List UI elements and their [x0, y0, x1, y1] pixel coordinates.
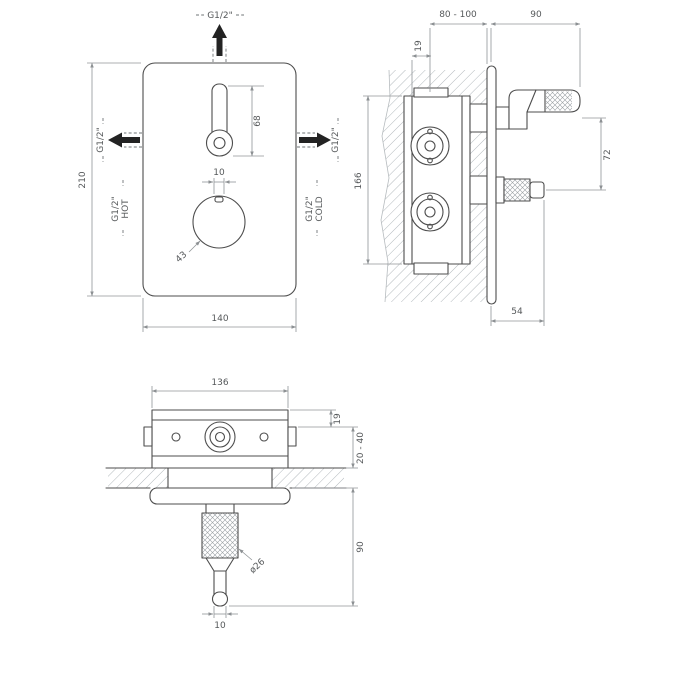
svg-text:10: 10: [213, 168, 225, 178]
trim-plate-side: [486, 65, 497, 305]
dim-lever-length: 68: [228, 85, 264, 157]
plan-view: 136 19 20 - 40 90 ø26: [105, 378, 366, 631]
lever-handle-front: [205, 83, 234, 157]
svg-text:140: 140: [211, 314, 228, 324]
dim-lever-projection: 90: [490, 10, 581, 87]
dim-body-width: 136: [151, 378, 289, 408]
side-view: 80 - 100 19 90 166 72: [354, 10, 613, 326]
dim-body-height: 166: [354, 95, 402, 265]
dim-grip-diameter: ø26: [238, 548, 268, 576]
temperature-knob-side: [495, 176, 545, 204]
dim-rough-in-depth: 80 - 100: [429, 10, 488, 92]
svg-text:20 - 40: 20 - 40: [356, 432, 366, 464]
svg-text:90: 90: [356, 541, 366, 553]
dim-plate-width: 140: [142, 298, 297, 332]
inlet-arrow-right-icon: [297, 132, 331, 148]
wall-section-plan: [105, 467, 347, 489]
dim-plate-height: 210: [78, 62, 141, 297]
svg-text:136: 136: [211, 378, 228, 388]
svg-text:19: 19: [333, 413, 343, 425]
valve-body-side: [403, 87, 488, 275]
svg-text:90: 90: [530, 10, 542, 20]
dim-lever-projection-plan: 90: [229, 487, 366, 607]
inlet-arrow-left-icon: [108, 132, 142, 148]
port-label-left: G1/2": [96, 127, 106, 153]
svg-text:ø26: ø26: [248, 557, 267, 576]
trim-plate-front: [142, 62, 297, 297]
trim-plate-plan: [149, 487, 291, 505]
dim-finish-depth: 20 - 40: [346, 426, 366, 469]
port-label-top: G1/2": [207, 11, 233, 21]
lever-handle-side: [495, 89, 581, 130]
dim-handle-to-knob: 72: [546, 117, 613, 191]
lever-handle-plan: [201, 503, 239, 607]
dim-recess-plan: 19: [290, 409, 358, 428]
svg-text:166: 166: [354, 172, 364, 189]
svg-text:68: 68: [253, 115, 263, 127]
temperature-knob-front: [192, 195, 246, 249]
svg-text:80 - 100: 80 - 100: [439, 10, 477, 20]
valve-body-plan: [143, 409, 297, 489]
wall-torn-edge: [380, 69, 391, 303]
dim-plate-recess: 19: [411, 40, 432, 95]
port-label-right: G1/2": [331, 127, 341, 153]
svg-text:210: 210: [78, 171, 88, 188]
cold-label: COLD: [315, 196, 325, 221]
dim-knob-projection: 54: [490, 200, 545, 326]
svg-text:72: 72: [603, 149, 613, 160]
cold-label-size: G1/2": [305, 196, 315, 222]
hot-label: HOT: [121, 199, 131, 219]
outlet-arrow-up-icon: [212, 24, 227, 62]
svg-text:54: 54: [511, 307, 523, 317]
dim-lever-thickness: 10: [202, 606, 238, 631]
svg-text:10: 10: [214, 621, 226, 631]
dim-notch-width: 10: [202, 168, 236, 194]
hot-label-size: G1/2": [111, 196, 121, 222]
svg-text:19: 19: [414, 40, 424, 52]
front-view: G1/2" G1/2" G1/2" G1/2" HOT G1/2" COLD: [78, 11, 341, 332]
